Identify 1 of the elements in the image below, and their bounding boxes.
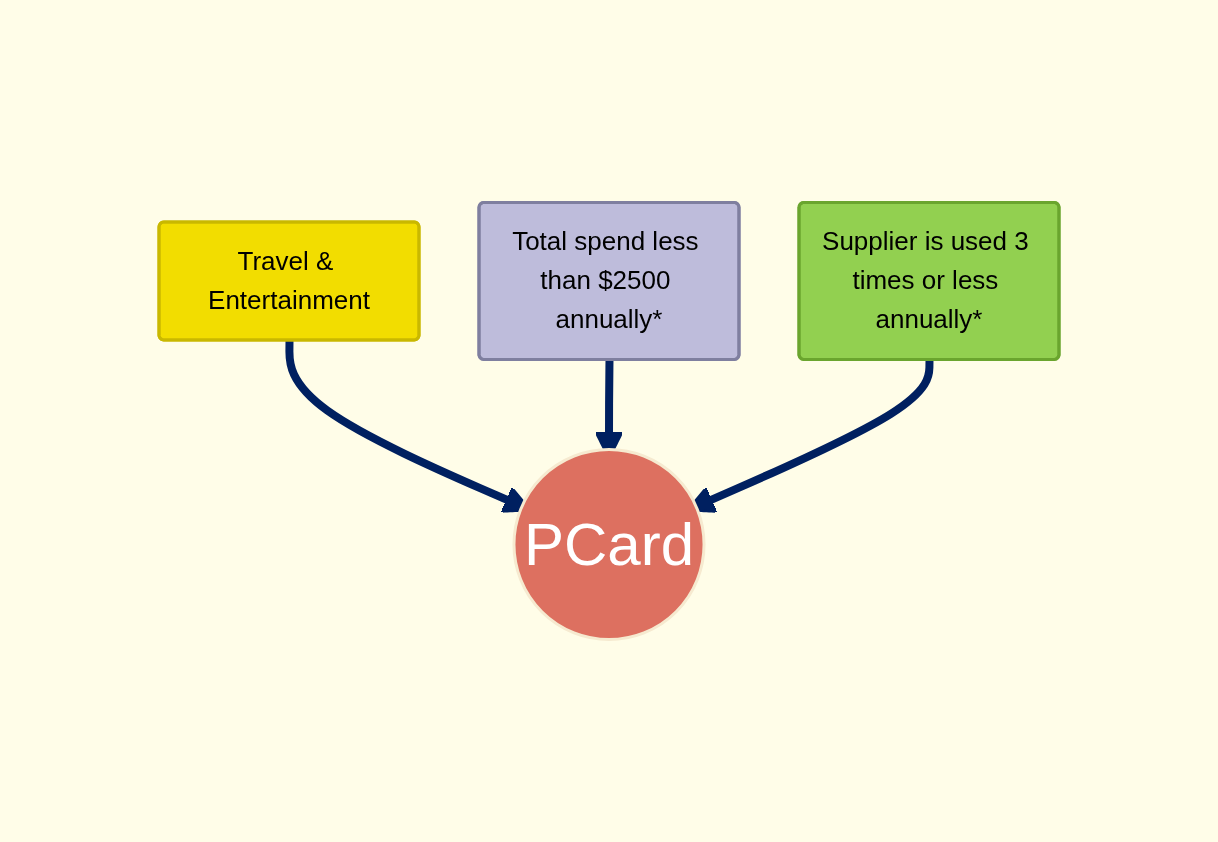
node-circle: PCard bbox=[512, 447, 706, 642]
